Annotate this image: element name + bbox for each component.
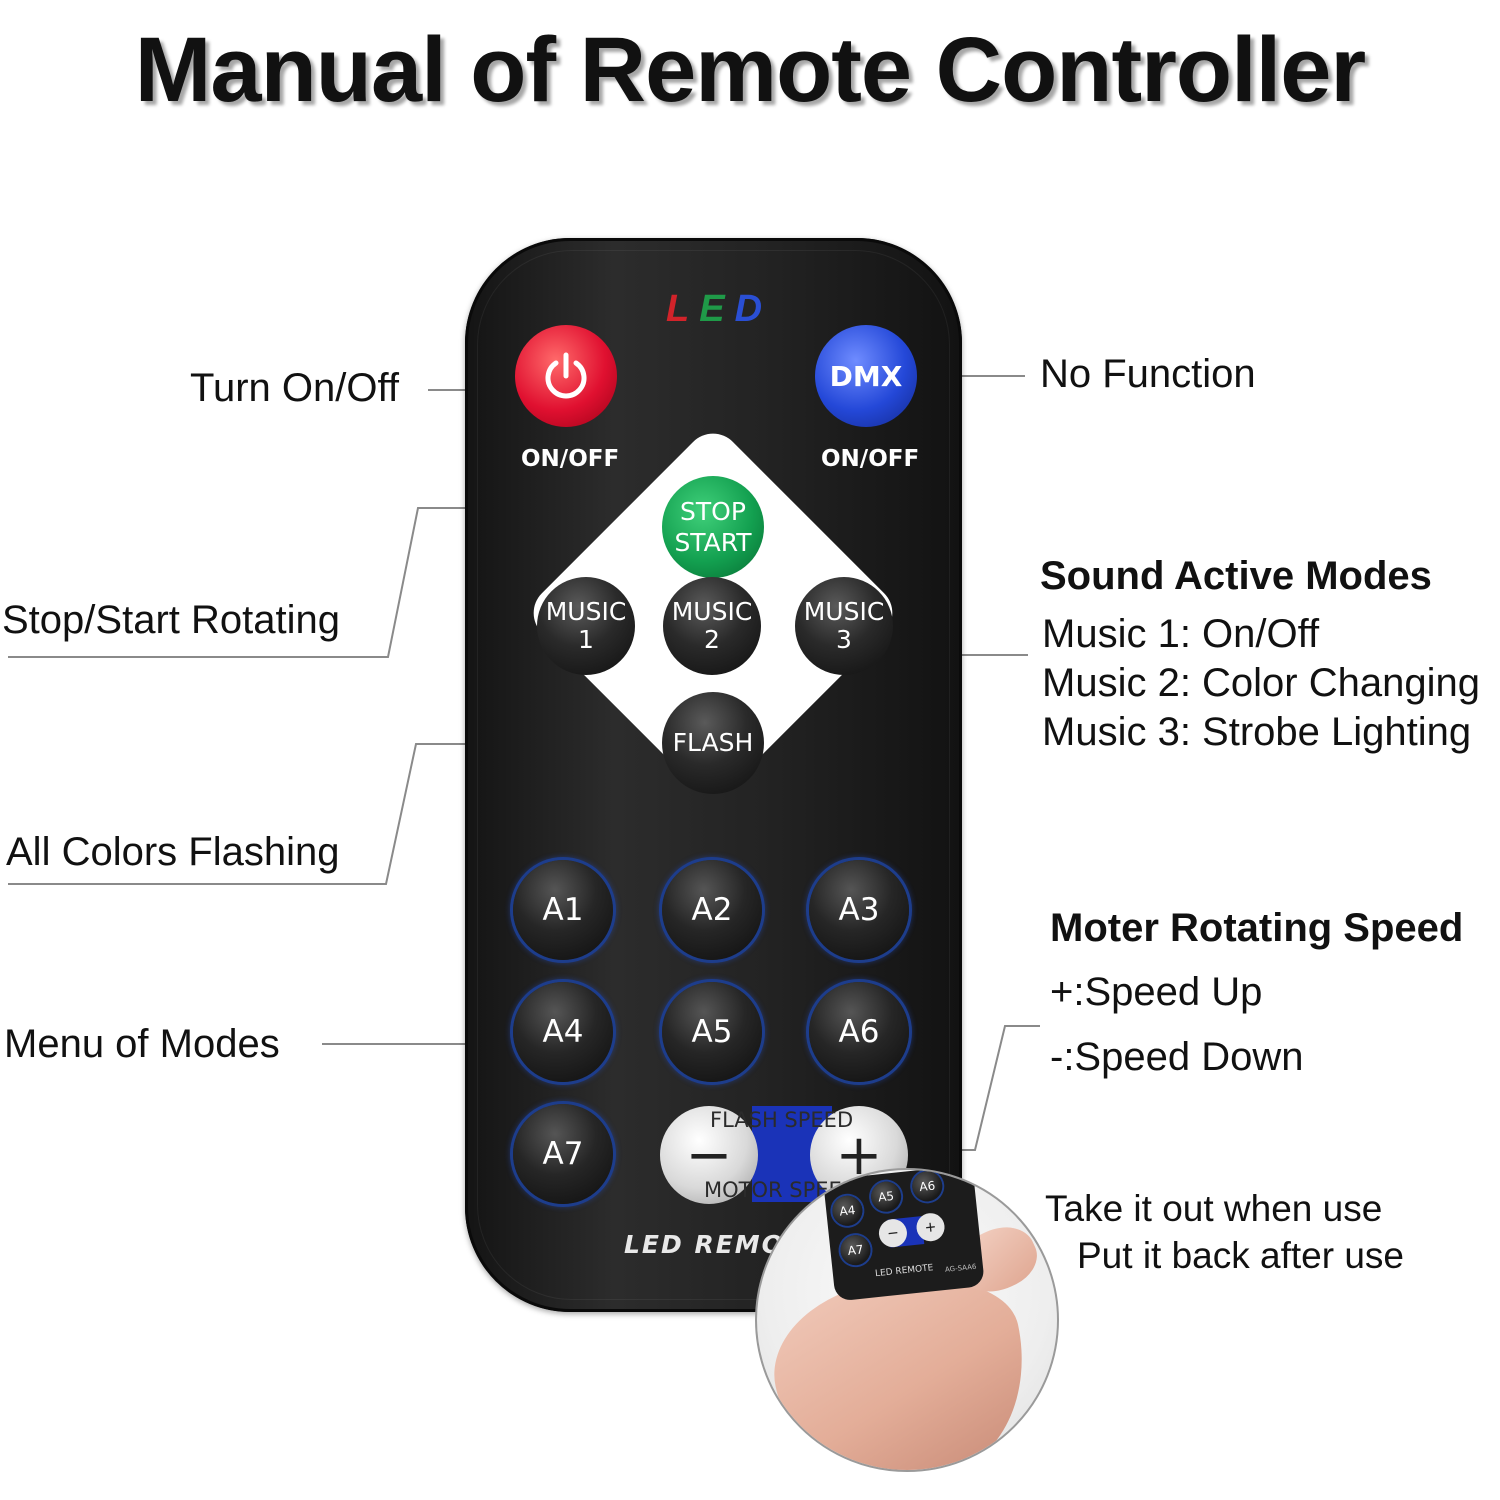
mini-a5-button: A5: [869, 1180, 903, 1214]
power-button[interactable]: [515, 325, 617, 427]
power-icon: [545, 352, 587, 399]
mini-a7-button: A7: [839, 1233, 873, 1267]
mini-a4-button: A4: [830, 1194, 864, 1228]
dmx-label: ON/OFF: [821, 446, 920, 472]
start-text: START: [674, 528, 752, 557]
music-3-number: 3: [836, 625, 852, 654]
page-title: Manual of Remote Controller: [134, 19, 1366, 121]
mini-remote-model: AG-SAA6: [944, 1262, 977, 1274]
led-brand: LED: [666, 288, 772, 331]
music-3-text: MUSIC: [803, 597, 885, 626]
label-menu-of-modes: Menu of Modes: [4, 1022, 280, 1066]
mini-a6-button: A6: [910, 1170, 944, 1203]
label-put-back: Put it back after use: [1077, 1235, 1405, 1276]
music-2-text: MUSIC: [671, 597, 753, 626]
mini-remote: A4 A5 A6 A7 − + LED REMOTE AG-SAA6: [823, 1170, 985, 1302]
power-label: ON/OFF: [521, 446, 620, 472]
mode-a4-button[interactable]: A4: [513, 982, 613, 1082]
label-motor-speed-title: Moter Rotating Speed: [1050, 906, 1464, 950]
flash-speed-label: FLASH SPEED: [710, 1108, 854, 1132]
stop-text: STOP: [680, 496, 746, 526]
mode-a3-button[interactable]: A3: [809, 860, 909, 960]
led-letter-l: L: [666, 288, 700, 330]
mini-remote-label: LED REMOTE: [874, 1263, 934, 1280]
led-letter-d: D: [734, 288, 773, 330]
label-take-out: Take it out when use: [1045, 1188, 1383, 1229]
speed-minus-button[interactable]: −: [660, 1106, 758, 1204]
label-music-1: Music 1: On/Off: [1042, 612, 1320, 656]
label-music-2: Music 2: Color Changing: [1042, 661, 1480, 705]
music-1-text: MUSIC: [545, 597, 627, 626]
label-no-function: No Function: [1040, 352, 1256, 396]
flash-button[interactable]: FLASH: [662, 692, 764, 794]
music-2-number: 2: [704, 625, 720, 654]
stop-start-button[interactable]: STOP START: [662, 476, 764, 578]
label-sound-active-title: Sound Active Modes: [1040, 554, 1432, 598]
label-music-3: Music 3: Strobe Lighting: [1042, 710, 1472, 754]
label-speed-down: -:Speed Down: [1050, 1035, 1304, 1079]
mode-a1-button[interactable]: A1: [513, 860, 613, 960]
dmx-button[interactable]: DMX: [815, 325, 917, 427]
label-turn-on-off: Turn On/Off: [190, 366, 399, 410]
mode-a5-button[interactable]: A5: [662, 982, 762, 1082]
mode-a6-button[interactable]: A6: [809, 982, 909, 1082]
label-stop-start-rotating: Stop/Start Rotating: [2, 598, 340, 642]
led-letter-e: E: [699, 288, 735, 330]
hand-inset-photo: A4 A5 A6 A7 − + LED REMOTE AG-SAA6: [755, 1168, 1059, 1472]
label-all-colors-flashing: All Colors Flashing: [6, 830, 340, 874]
mode-a2-button[interactable]: A2: [662, 860, 762, 960]
mode-a7-button[interactable]: A7: [513, 1104, 613, 1204]
label-speed-up: +:Speed Up: [1050, 970, 1263, 1014]
music-1-number: 1: [578, 625, 594, 654]
